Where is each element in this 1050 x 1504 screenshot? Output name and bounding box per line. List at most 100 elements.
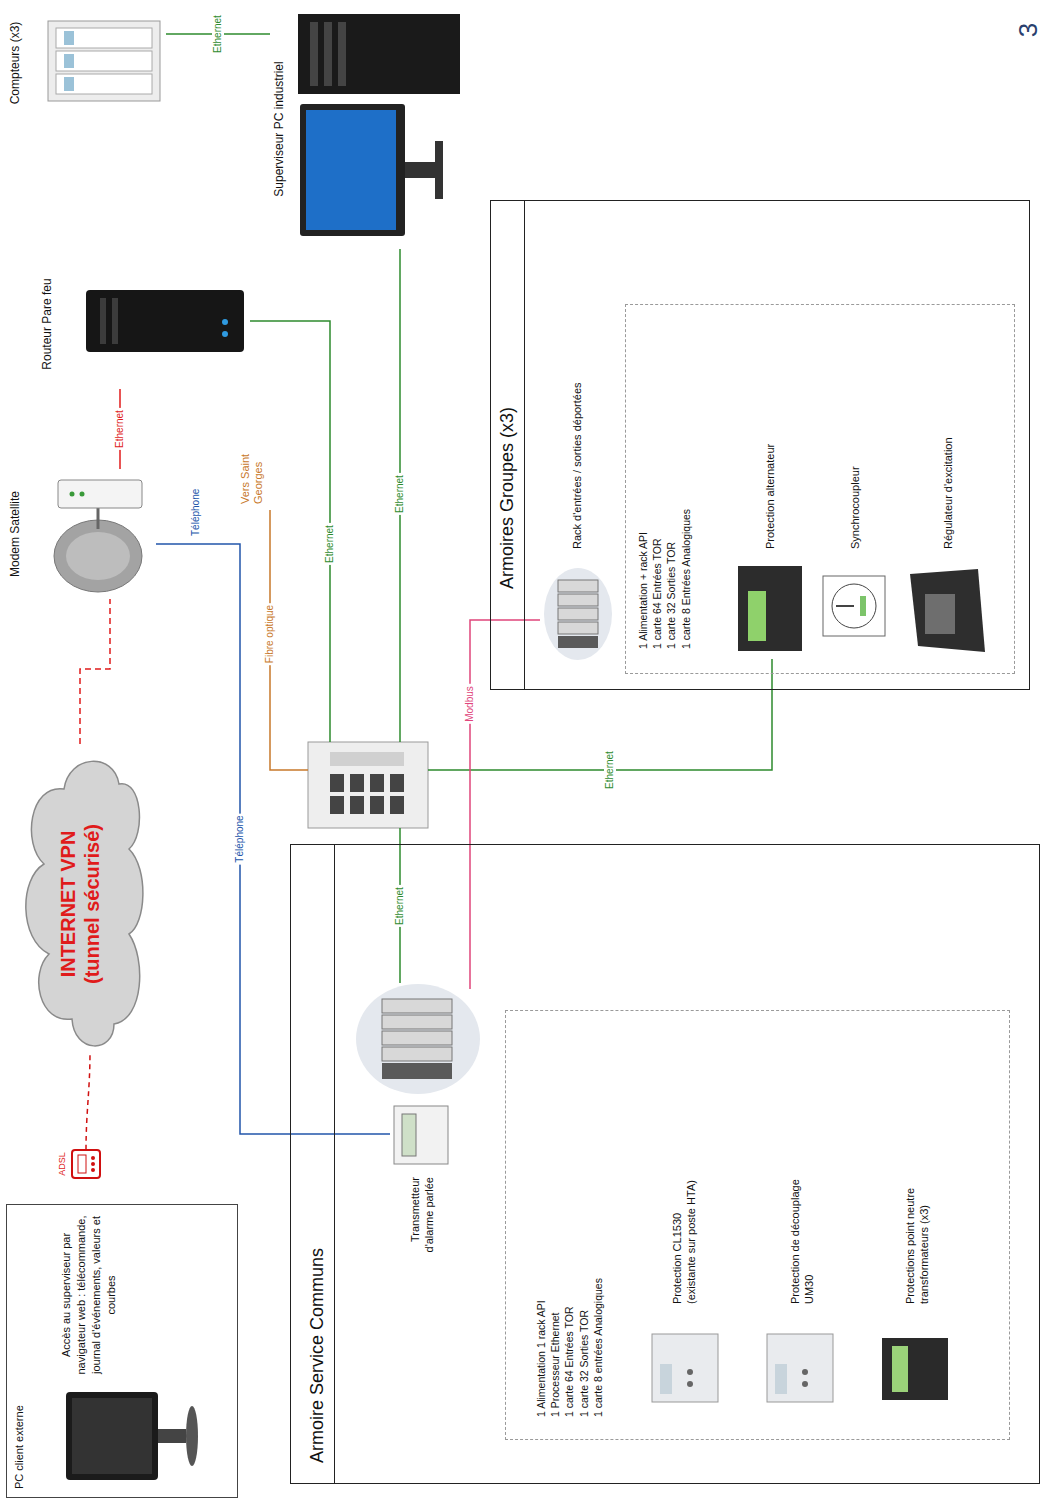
ethernet-switch-icon xyxy=(390,774,404,792)
supervisor-pc: Superviseur PC industriel xyxy=(270,9,465,249)
protection-relay-icon xyxy=(882,1338,948,1400)
protection-relay: Protection alternateur xyxy=(730,319,810,659)
node-text: 1 carte 64 Entrées TOR xyxy=(562,1021,576,1417)
bus-wire xyxy=(470,620,540,989)
monitor-icon xyxy=(66,1392,198,1480)
protection-relay-icon xyxy=(660,1364,672,1394)
supervisor-pc-icon xyxy=(300,104,405,236)
satellite-modem: Modem Satellite xyxy=(6,469,156,599)
supervisor-pc-icon xyxy=(306,110,396,230)
alarm-transmitter: Transmetteur d'alarme parlée xyxy=(390,1099,455,1269)
node-text: 1 carte 8 entrées Analogiques xyxy=(591,1021,605,1417)
connector-line xyxy=(156,544,390,1134)
plc-rack-icon xyxy=(544,568,612,660)
node-title: Protection alternateur xyxy=(764,329,776,549)
plc-rack-icon xyxy=(558,580,598,592)
satellite-dish-icon xyxy=(58,480,142,508)
supervisor-pc-icon xyxy=(298,14,460,94)
cable-label: Ethernet xyxy=(394,885,406,927)
energy-meter-icon xyxy=(48,21,160,101)
cable-label: Modbus xyxy=(464,684,476,724)
monitor-icon xyxy=(72,1398,152,1474)
router-icon xyxy=(100,298,106,344)
plc-rack-icon xyxy=(382,1015,452,1029)
energy-meter-icon xyxy=(56,28,152,48)
protection-relay-icon xyxy=(652,1334,718,1402)
synchro-coupler-icon xyxy=(832,584,876,628)
node-text: Accès au superviseur par navigateur web … xyxy=(59,1213,118,1377)
ethernet-switch-icon xyxy=(308,742,428,828)
ethernet-switch-icon xyxy=(350,774,364,792)
protection-relay-icon xyxy=(775,1364,787,1394)
io-list-box: 1 Alimentation + rack API1 carte 64 Entr… xyxy=(625,304,1015,674)
node-title: Armoires Groupes (x3) xyxy=(497,201,525,689)
protection-relay-icon xyxy=(802,1369,808,1375)
ethernet-switch-icon xyxy=(370,774,384,792)
monitor-icon xyxy=(66,1392,158,1480)
node-title: Routeur Pare feu xyxy=(40,259,54,389)
protection-relay-icon xyxy=(802,1381,808,1387)
node-text: 1 carte 32 Sorties TOR xyxy=(664,315,678,649)
cloud-outline xyxy=(26,761,143,1046)
router-icon xyxy=(222,331,228,337)
router-icon xyxy=(222,319,228,325)
plc-rack-icon xyxy=(382,1031,452,1045)
plc-rack-icon xyxy=(382,1047,452,1061)
plc-rack-icon xyxy=(558,594,598,606)
satellite-dish-icon xyxy=(70,492,75,497)
internet-cloud: INTERNET VPN (tunnel sécurisé) xyxy=(14,744,146,1064)
protection-relay-icon xyxy=(767,1334,833,1402)
excitation-regulator-icon xyxy=(910,569,985,652)
synchro-coupler-icon xyxy=(836,605,854,607)
device-label: ADSL xyxy=(57,1150,68,1178)
alarm-transmitter-icon xyxy=(402,1114,416,1156)
ethernet-switch-icon xyxy=(370,796,384,814)
plc-rack-icon xyxy=(382,999,452,1013)
alarm-transmitter-icon xyxy=(394,1106,448,1164)
connector-line xyxy=(80,599,110,744)
protection-relay-icon xyxy=(652,1334,718,1402)
node-title: Rack d'entrées / sorties déportées xyxy=(571,344,585,549)
adsl-box-icon xyxy=(91,1156,95,1160)
ethernet-switch-icon xyxy=(330,752,404,766)
adsl-box-icon xyxy=(91,1168,95,1172)
protection-relay-icon xyxy=(892,1346,908,1392)
cloud-outline xyxy=(14,744,146,1064)
adsl-box-icon xyxy=(72,1150,100,1178)
node-title: INTERNET VPN (tunnel sécurisé) xyxy=(56,809,104,999)
satellite-dish-icon xyxy=(66,532,130,580)
cable-label: Ethernet xyxy=(394,473,406,515)
plc-rack-icon xyxy=(558,622,598,634)
plc-rack-icon xyxy=(558,636,598,648)
router-icon xyxy=(86,290,244,352)
energy-meter-icon xyxy=(48,21,160,101)
supervisor-pc-icon xyxy=(310,22,318,86)
alarm-transmitter-icon xyxy=(394,1106,448,1164)
node-title: Régulateur d'excitation xyxy=(942,329,954,549)
info-box: PC client externe Accès au superviseur pa… xyxy=(6,1204,238,1498)
ethernet-switch-icon xyxy=(330,796,344,814)
node-title: 1 Alimentation 1 rack API xyxy=(534,1021,548,1417)
connector-label: Ethernet xyxy=(114,408,126,450)
protection-relay: Protection CL1530 (existante sur poste H… xyxy=(645,1154,725,1414)
connector-label: Téléphone xyxy=(234,813,246,864)
plc-rack-icon xyxy=(356,984,480,1094)
protection-relay-icon xyxy=(687,1381,693,1387)
protection-relay-icon xyxy=(767,1334,833,1402)
excitation-regulator-icon xyxy=(910,569,985,652)
ethernet-switch-icon xyxy=(350,796,364,814)
satellite-dish-icon xyxy=(97,506,100,529)
adsl-box-icon xyxy=(72,1150,100,1178)
plc-rack-icon xyxy=(558,608,598,620)
protection-relay-icon xyxy=(738,566,802,651)
protection-relay-icon xyxy=(738,566,802,651)
ethernet-switch-icon xyxy=(390,796,404,814)
energy-meter-icon xyxy=(56,74,152,94)
protection-relay-icon xyxy=(882,1338,948,1400)
satellite-dish-icon xyxy=(54,480,142,592)
node-title: PC client externe xyxy=(13,1213,25,1489)
monitor-icon xyxy=(158,1429,186,1443)
supervisor-pc-icon xyxy=(338,22,346,86)
ethernet-wire xyxy=(428,659,772,770)
